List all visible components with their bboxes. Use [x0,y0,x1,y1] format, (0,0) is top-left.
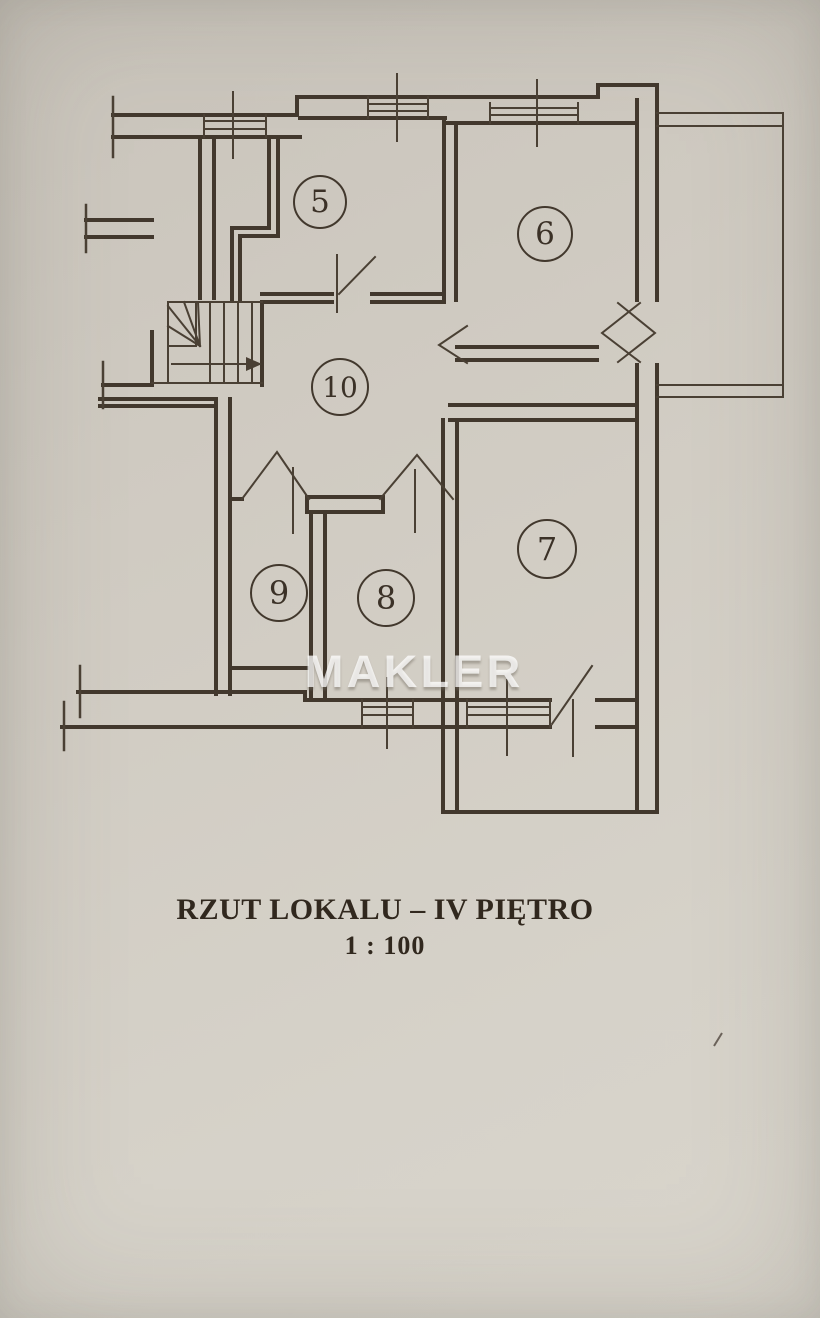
room-label-7: 7 [517,519,577,579]
room-label-9: 9 [250,564,308,622]
room-label-6: 6 [517,206,573,262]
room-number: 8 [375,579,397,617]
window-symbols [203,73,579,756]
room-number: 10 [322,370,358,404]
pen-speck [713,1032,723,1047]
room-number: 5 [310,184,330,220]
room-number: 6 [535,216,555,252]
room-label-5: 5 [293,175,347,229]
wall-break-ticks [62,95,115,752]
staircase-icon [151,300,263,384]
room-label-10: 10 [311,358,369,416]
room-number: 9 [268,574,290,612]
walls [60,83,659,814]
plan-title: RZUT LOKALU – IV PIĘTRO [176,893,594,926]
room-number: 7 [536,530,558,568]
room-label-8: 8 [357,569,415,627]
door-symbols [240,254,657,757]
balcony-outline [656,112,784,398]
caption-block: RZUT LOKALU – IV PIĘTRO 1 : 100 [0,893,795,961]
makler-watermark: MAKLER [304,646,524,697]
plan-scale: 1 : 100 [344,931,426,960]
